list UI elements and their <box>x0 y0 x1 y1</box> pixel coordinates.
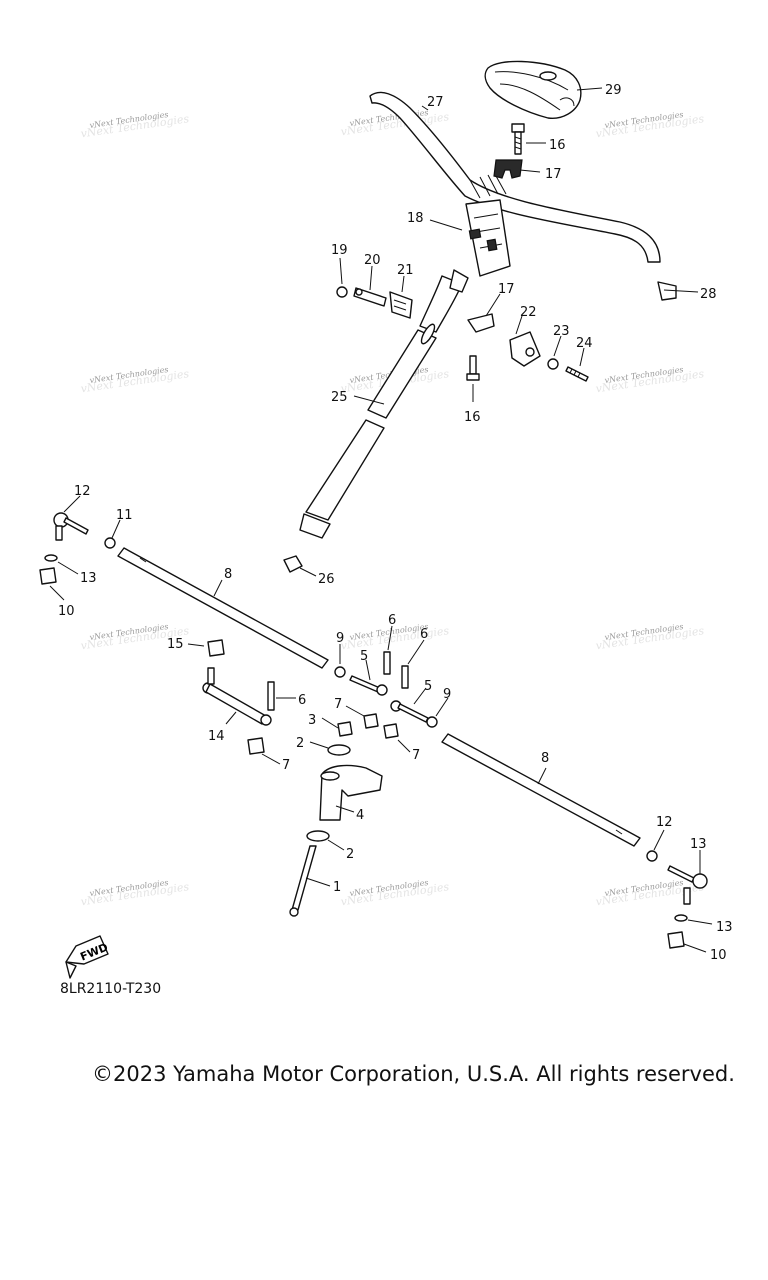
callout-6-relay: 6 <box>298 693 306 708</box>
callout-5-right: 5 <box>424 679 432 694</box>
callout-5-left: 5 <box>360 649 368 664</box>
callout-6-upper: 6 <box>388 613 396 628</box>
callout-12-left: 12 <box>74 484 91 499</box>
clamp-lower[interactable] <box>467 313 495 333</box>
bolt-6-relay[interactable] <box>267 681 275 711</box>
watermark: vNext Technologies vNext Technologies <box>80 110 190 140</box>
copyright-text: ©2023 Yamaha Motor Corporation, U.S.A. A… <box>92 1062 735 1086</box>
lever-20[interactable] <box>353 287 387 307</box>
callout-13-left: 13 <box>80 571 97 586</box>
callout-14: 14 <box>208 729 225 744</box>
callout-2-upper: 2 <box>296 736 304 751</box>
callout-8-right: 8 <box>541 751 549 766</box>
steering-column[interactable] <box>299 269 469 539</box>
watermark: vNext Technologies vNext Technologies <box>80 365 190 395</box>
rod-end-5-left[interactable] <box>349 675 388 696</box>
screw-24[interactable] <box>565 366 589 382</box>
callout-1: 1 <box>333 880 341 895</box>
handlebar-holder[interactable] <box>465 199 511 277</box>
callout-11-left: 11 <box>116 508 133 523</box>
callout-10-left: 10 <box>58 604 75 619</box>
callout-16: 16 <box>549 138 566 153</box>
callout-9-left: 9 <box>336 631 344 646</box>
relay-rod-14[interactable] <box>202 667 272 726</box>
watermark: vNext Technologies vNext Technologies <box>340 878 450 908</box>
callout-23: 23 <box>553 324 570 339</box>
diagram-code: 8LR2110-T230 <box>60 981 161 997</box>
callout-25: 25 <box>331 390 348 405</box>
nut-15[interactable] <box>207 639 225 657</box>
callout-7-right: 7 <box>412 748 420 763</box>
handlebar[interactable] <box>369 91 677 301</box>
tie-rod-end-12-left[interactable] <box>53 512 89 541</box>
washer-2-upper[interactable] <box>327 744 351 756</box>
nut-3[interactable] <box>337 721 353 737</box>
callout-3: 3 <box>308 713 316 728</box>
holder-21[interactable] <box>389 291 413 319</box>
nut-11-left[interactable] <box>104 537 116 549</box>
callout-9-right: 9 <box>443 687 451 702</box>
callout-11-right: 12 <box>656 815 673 830</box>
callout-22: 22 <box>520 305 537 320</box>
rod-end-5-right[interactable] <box>390 700 429 723</box>
nut-11-right[interactable] <box>646 850 658 862</box>
callout-8-left: 8 <box>224 567 232 582</box>
bolt-6-left[interactable] <box>383 651 391 675</box>
nut-7-left[interactable] <box>363 713 379 729</box>
forward-arrow-icon: FWD <box>65 935 110 979</box>
callout-16b: 16 <box>464 410 481 425</box>
callout-labels: 29 27 16 17 18 19 20 21 17 22 23 24 16 2… <box>49 83 733 963</box>
callout-7-relay: 7 <box>282 758 290 773</box>
watermark: vNext Technologies vNext Technologies <box>595 110 705 140</box>
nut-9-right[interactable] <box>426 716 438 728</box>
clamp-upper[interactable] <box>493 159 523 179</box>
holder-22[interactable] <box>509 331 541 367</box>
parts-diagram: vNext Technologies vNext Technologies vN… <box>39 60 733 997</box>
callout-6-right: 6 <box>420 627 428 642</box>
tie-rod-8-right[interactable] <box>441 733 641 847</box>
callout-21: 21 <box>397 263 414 278</box>
nut-7-right[interactable] <box>383 723 399 739</box>
bolt-1[interactable] <box>289 845 317 917</box>
callout-2-lower: 2 <box>346 847 354 862</box>
nut-10-left[interactable] <box>39 567 57 585</box>
watermark: vNext Technologies vNext Technologies <box>595 622 705 652</box>
callout-17b: 17 <box>498 282 515 297</box>
callout-26: 26 <box>318 572 335 587</box>
nut-7-relay[interactable] <box>247 737 265 755</box>
watermark: vNext Technologies vNext Technologies <box>80 878 190 908</box>
washer-13-left[interactable] <box>44 554 58 562</box>
callout-7-center: 7 <box>334 697 342 712</box>
callout-13-right: 13 <box>716 920 733 935</box>
pitman-arm-4[interactable] <box>319 764 383 821</box>
callout-15: 15 <box>167 637 184 652</box>
washer-23[interactable] <box>547 358 559 370</box>
washer-2-lower[interactable] <box>306 830 330 842</box>
washer-13-right[interactable] <box>674 914 688 922</box>
bolt-upper[interactable] <box>511 123 525 155</box>
callout-28: 28 <box>700 287 717 302</box>
callout-4: 4 <box>356 808 364 823</box>
handlebar-pad[interactable] <box>484 60 582 119</box>
watermark: vNext Technologies vNext Technologies <box>595 365 705 395</box>
tie-rod-8-left[interactable] <box>117 547 329 669</box>
callout-24: 24 <box>576 336 593 351</box>
callout-29: 29 <box>605 83 622 98</box>
callout-12-right: 13 <box>690 837 707 852</box>
nut-26[interactable] <box>283 555 303 573</box>
callout-17: 17 <box>545 167 562 182</box>
callout-19: 19 <box>331 243 348 258</box>
callout-27: 27 <box>427 95 444 110</box>
nut-9-left[interactable] <box>334 666 346 678</box>
callout-20: 20 <box>364 253 381 268</box>
bolt-6-right[interactable] <box>401 665 409 689</box>
callout-18: 18 <box>407 211 424 226</box>
tie-rod-end-12-right[interactable] <box>667 865 708 905</box>
nut-10-right[interactable] <box>667 931 685 949</box>
callout-10-right: 10 <box>710 948 727 963</box>
bolt-lower[interactable] <box>466 355 480 381</box>
nut-19[interactable] <box>336 286 348 298</box>
